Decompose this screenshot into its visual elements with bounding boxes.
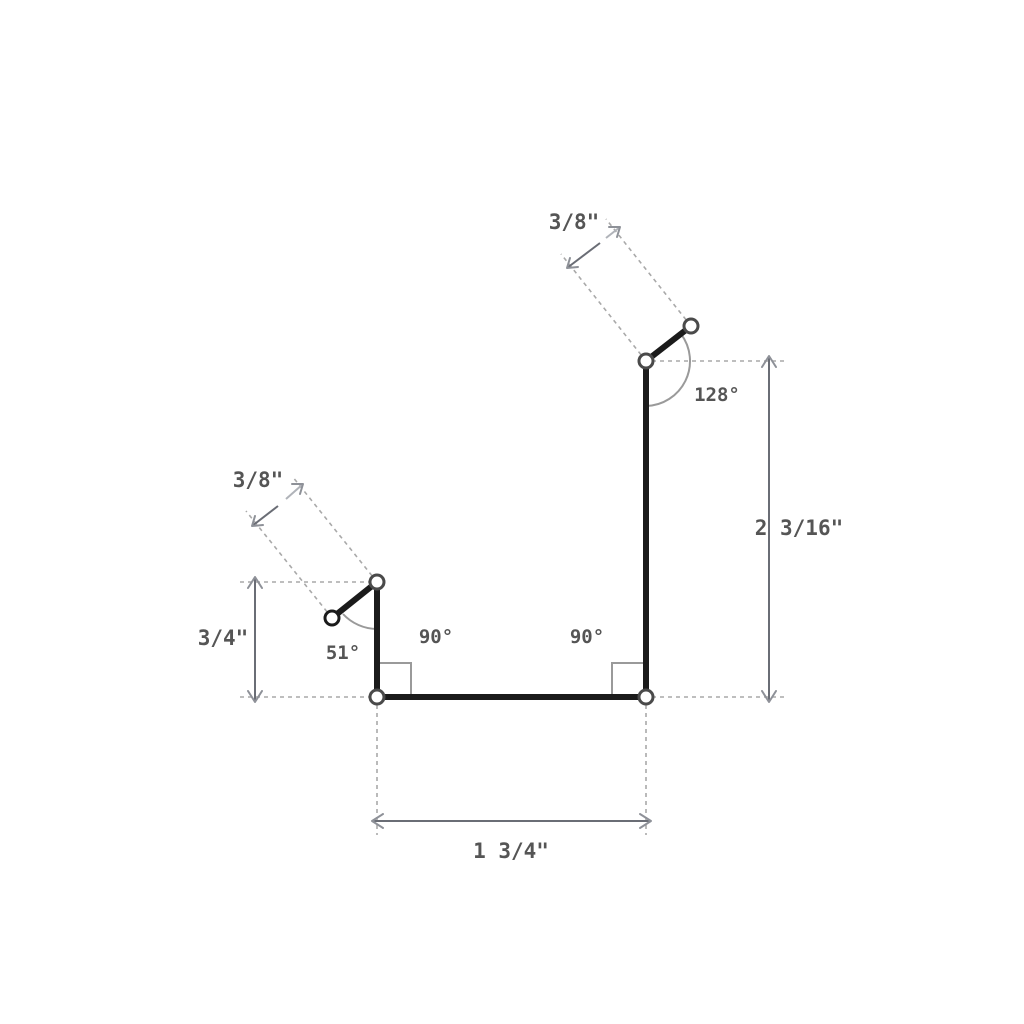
arrowhead-left-top [247, 576, 263, 589]
dimension-lines [247, 226, 777, 829]
arrowhead-right-flange-b [608, 226, 621, 238]
angle-arc-left-hem [342, 613, 378, 630]
dim-line-left-flange-tail [285, 483, 304, 500]
arrowhead-base-right [639, 813, 652, 829]
ext-line-right-flange-a [560, 253, 647, 362]
label-angle-left-hem: 51° [326, 642, 360, 664]
label-left-flange: 3/8" [233, 468, 284, 492]
arrowhead-right-top [761, 355, 777, 368]
labels: 1 3/4" 2 3/16" 3/4" 3/8" 3/8" 51° 90° 90… [198, 210, 844, 863]
arrowhead-base-left [371, 813, 384, 829]
arrowhead-left-flange-b [291, 483, 304, 495]
right-angle-mark-left [377, 662, 412, 697]
label-right-height: 2 3/16" [755, 516, 844, 540]
profile-shape [323, 317, 700, 706]
dim-line-right-flange [566, 242, 601, 269]
angle-arc-right-hem [645, 333, 691, 407]
profile-node-left-end [323, 609, 341, 627]
label-angle-left-corner: 90° [419, 626, 453, 648]
profile-node-right-top [637, 352, 655, 370]
label-angle-right-corner: 90° [570, 626, 604, 648]
arrowhead-right-bottom [761, 690, 777, 703]
dim-line-right-flange-tail [605, 226, 621, 239]
arrowhead-left-bottom [247, 690, 263, 703]
label-angle-right-hem: 128° [694, 384, 740, 406]
profile-node-left-top [368, 573, 386, 591]
profile-node-bottom-left [368, 688, 386, 706]
angle-markers [342, 333, 691, 697]
label-left-height: 3/4" [198, 626, 249, 650]
label-right-flange: 3/8" [549, 210, 600, 234]
profile-path [329, 323, 694, 700]
profile-node-bottom-right [637, 688, 655, 706]
profile-node-right-end [682, 317, 700, 335]
right-angle-mark-right [611, 662, 646, 697]
arrowhead-left-flange-a [251, 515, 264, 527]
arrowhead-right-flange-a [566, 257, 579, 269]
ext-line-left-flange-b [291, 475, 378, 583]
dim-line-left-flange [251, 505, 279, 527]
ext-line-left-flange-a [245, 510, 333, 619]
extension-lines [240, 218, 785, 835]
label-base-width: 1 3/4" [473, 839, 549, 863]
ext-line-right-flange-b [605, 218, 692, 327]
